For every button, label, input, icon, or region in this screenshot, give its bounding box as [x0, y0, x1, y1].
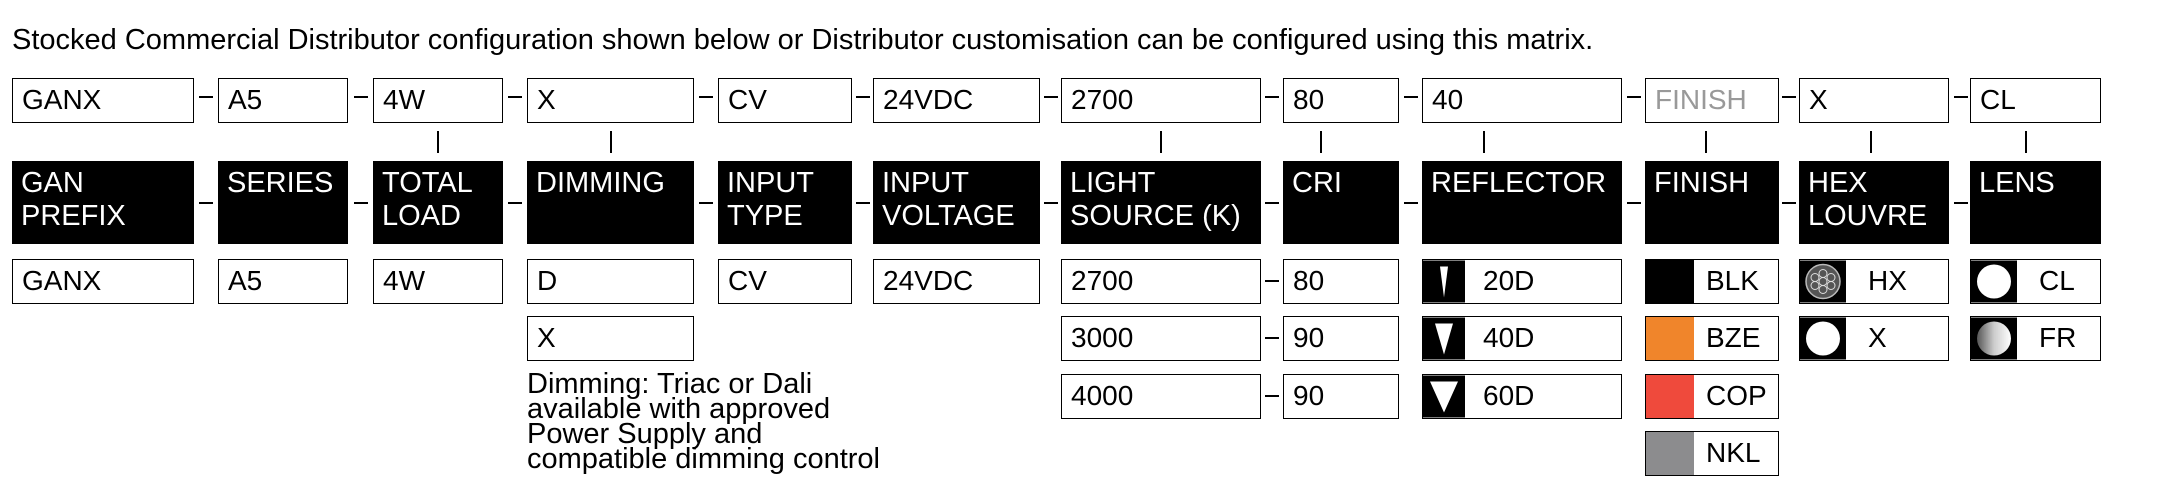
option-louvre-hx: HX: [1799, 259, 1949, 304]
connector-tick: [1705, 131, 1707, 153]
config-louvre: X: [1799, 78, 1949, 123]
option-cri: 90: [1283, 316, 1399, 361]
option-reflector: 20D: [1422, 259, 1622, 304]
connector-tick: [437, 131, 439, 153]
separator-dash: [354, 202, 368, 204]
separator-dash: [1265, 395, 1279, 397]
config-cri: 80: [1283, 78, 1399, 123]
header-finish: FINISH: [1645, 161, 1779, 244]
config-input-voltage: 24VDC: [873, 78, 1040, 123]
option-finish-blk: BLK: [1645, 259, 1779, 304]
connector-tick: [2025, 131, 2027, 153]
header-cri: CRI: [1283, 161, 1399, 244]
header-light-source: LIGHT SOURCE (K): [1061, 161, 1261, 244]
option-reflector: 60D: [1422, 374, 1622, 419]
header-series: SERIES: [218, 161, 348, 244]
finish-swatch-bronze: [1646, 317, 1694, 360]
option-dimming: D: [527, 259, 694, 304]
separator-dash: [1954, 96, 1968, 98]
separator-dash: [699, 96, 713, 98]
config-load: 4W: [373, 78, 503, 123]
option-finish-cop: COP: [1645, 374, 1779, 419]
connector-tick: [610, 131, 612, 153]
separator-dash: [508, 202, 522, 204]
header-input-type: INPUT TYPE: [718, 161, 852, 244]
option-input-type: CV: [718, 259, 852, 304]
finish-swatch-black: [1646, 260, 1694, 303]
frosted-lens-icon: [1971, 317, 2017, 360]
separator-dash: [1627, 96, 1641, 98]
header-reflector: REFLECTOR: [1422, 161, 1622, 244]
separator-dash: [856, 96, 870, 98]
option-light-source: 4000: [1061, 374, 1261, 419]
option-input-voltage: 24VDC: [873, 259, 1040, 304]
config-prefix: GANX: [12, 78, 194, 123]
separator-dash: [1044, 202, 1058, 204]
separator-dash: [699, 202, 713, 204]
config-lens: CL: [1970, 78, 2101, 123]
header-hex-louvre: HEX LOUVRE: [1799, 161, 1949, 244]
header-gan-prefix: GAN PREFIX: [12, 161, 194, 244]
separator-dash: [1044, 96, 1058, 98]
connector-tick: [1870, 131, 1872, 153]
separator-dash: [1627, 202, 1641, 204]
separator-dash: [1265, 96, 1279, 98]
config-reflector: 40: [1422, 78, 1622, 123]
option-finish-bze: BZE: [1645, 316, 1779, 361]
clear-lens-icon: [1971, 260, 2017, 303]
intro-text: Stocked Commercial Distributor configura…: [12, 24, 1594, 56]
config-dimming: X: [527, 78, 694, 123]
narrow-beam-icon: [1423, 260, 1465, 303]
connector-tick: [1160, 131, 1162, 153]
separator-dash: [1782, 202, 1796, 204]
separator-dash: [856, 202, 870, 204]
separator-dash: [1954, 202, 1968, 204]
config-finish: FINISH: [1645, 78, 1779, 123]
separator-dash: [1404, 96, 1418, 98]
hex-louvre-icon: [1800, 260, 1846, 303]
connector-tick: [1483, 131, 1485, 153]
dimming-note: Dimming: Triac or Dali available with ap…: [527, 368, 880, 475]
option-lens-fr: FR: [1970, 316, 2101, 361]
header-total-load: TOTAL LOAD: [373, 161, 503, 244]
separator-dash: [1265, 337, 1279, 339]
separator-dash: [1404, 202, 1418, 204]
option-dimming: X: [527, 316, 694, 361]
separator-dash: [508, 96, 522, 98]
medium-beam-icon: [1423, 317, 1465, 360]
connector-tick: [1320, 131, 1322, 153]
wide-beam-icon: [1423, 375, 1465, 418]
option-light-source: 3000: [1061, 316, 1261, 361]
config-series: A5: [218, 78, 348, 123]
config-light-source: 2700: [1061, 78, 1261, 123]
option-prefix: GANX: [12, 259, 194, 304]
separator-dash: [1782, 96, 1796, 98]
header-input-voltage: INPUT VOLTAGE: [873, 161, 1040, 244]
option-reflector: 40D: [1422, 316, 1622, 361]
finish-swatch-copper: [1646, 375, 1694, 418]
separator-dash: [354, 96, 368, 98]
no-louvre-icon: [1800, 317, 1846, 360]
option-lens-cl: CL: [1970, 259, 2101, 304]
option-cri: 90: [1283, 374, 1399, 419]
separator-dash: [1265, 280, 1279, 282]
finish-swatch-nickel: [1646, 432, 1694, 475]
header-lens: LENS: [1970, 161, 2101, 244]
separator-dash: [199, 96, 213, 98]
option-finish-nkl: NKL: [1645, 431, 1779, 476]
header-dimming: DIMMING: [527, 161, 694, 244]
separator-dash: [1265, 202, 1279, 204]
separator-dash: [199, 202, 213, 204]
config-input-type: CV: [718, 78, 852, 123]
option-cri: 80: [1283, 259, 1399, 304]
option-load: 4W: [373, 259, 503, 304]
option-series: A5: [218, 259, 348, 304]
option-light-source: 2700: [1061, 259, 1261, 304]
option-louvre-x: X: [1799, 316, 1949, 361]
